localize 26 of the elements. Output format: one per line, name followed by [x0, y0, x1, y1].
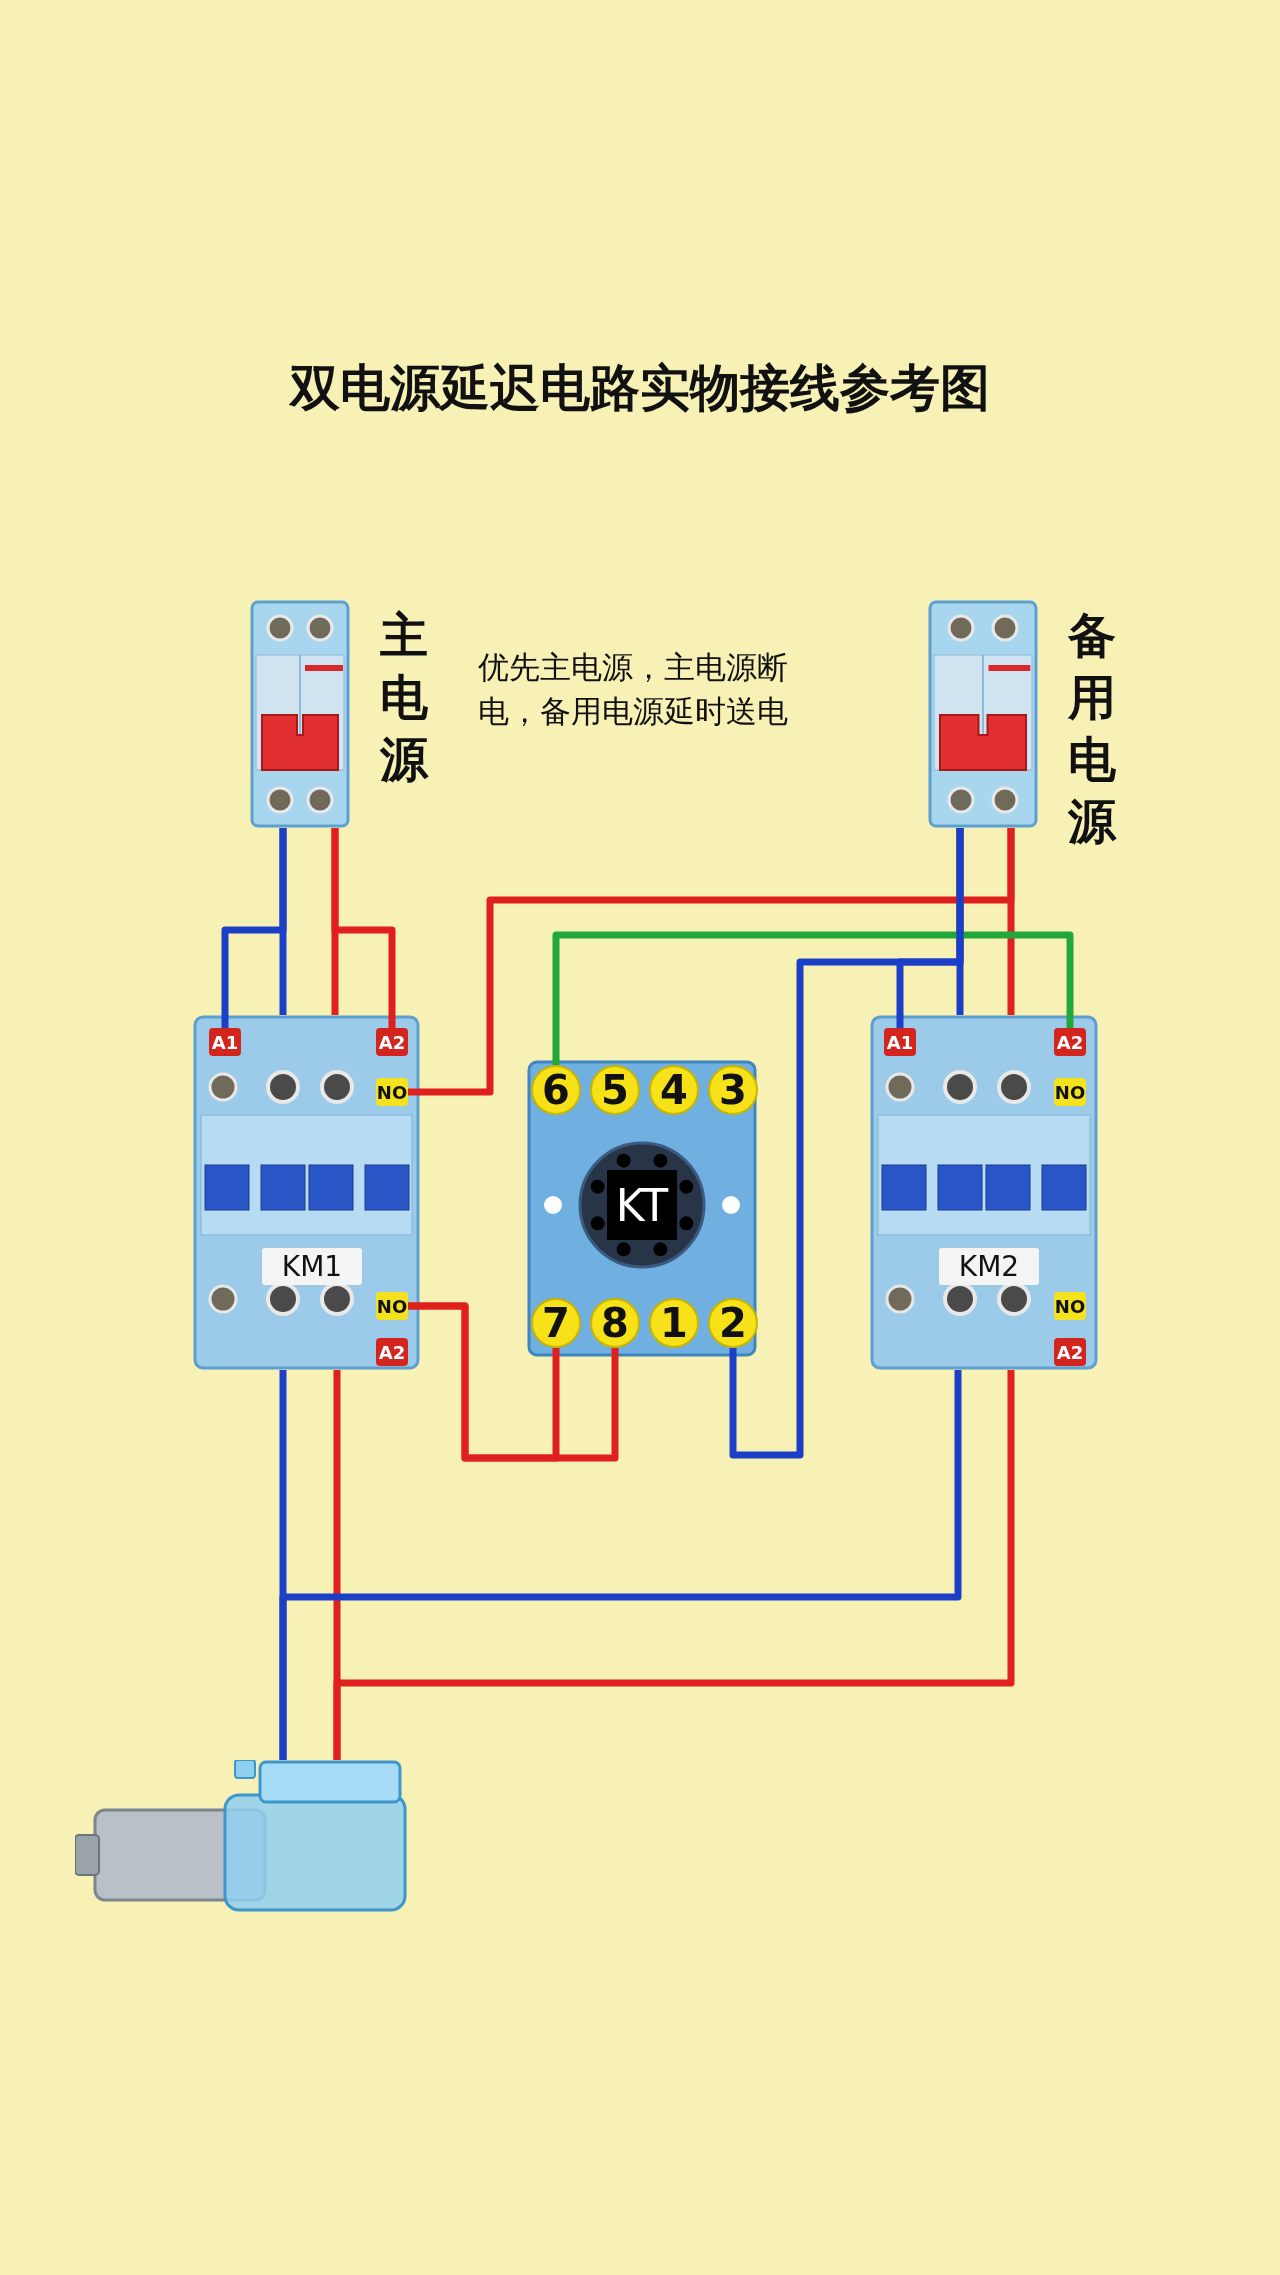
timer-relay: [527, 1060, 757, 1357]
terminal-label: A2: [376, 1028, 408, 1056]
wire: [221, 828, 287, 1028]
power-source-label: 主电源: [379, 606, 430, 789]
terminal-label: A1: [209, 1028, 241, 1056]
terminal-label: A1: [884, 1028, 916, 1056]
wire: [552, 931, 1074, 1065]
wire: [896, 828, 964, 1028]
terminal-label: NO: [1054, 1292, 1086, 1320]
name-plate: KT: [607, 1170, 677, 1240]
wire: [408, 1302, 619, 1462]
title: 双电源延迟电路实物接线参考图: [288, 358, 991, 419]
terminal-label: NO: [1054, 1078, 1086, 1106]
name-plate: KM2: [939, 1248, 1039, 1285]
terminal-label: A2: [376, 1338, 408, 1366]
terminal-label: A2: [1054, 1028, 1086, 1056]
wire: [408, 828, 1015, 1096]
contactor: [193, 1015, 420, 1370]
name-plate: KM1: [262, 1248, 362, 1285]
power-source-label: 备用电源: [1066, 606, 1118, 851]
terminal-label: NO: [376, 1292, 408, 1320]
terminal-label: NO: [376, 1078, 408, 1106]
note-text: 优先主电源，主电源断电，备用电源延时送电: [478, 648, 789, 731]
terminal-label: A2: [1054, 1338, 1086, 1366]
wire: [331, 828, 396, 1028]
contactor: [870, 1015, 1098, 1370]
